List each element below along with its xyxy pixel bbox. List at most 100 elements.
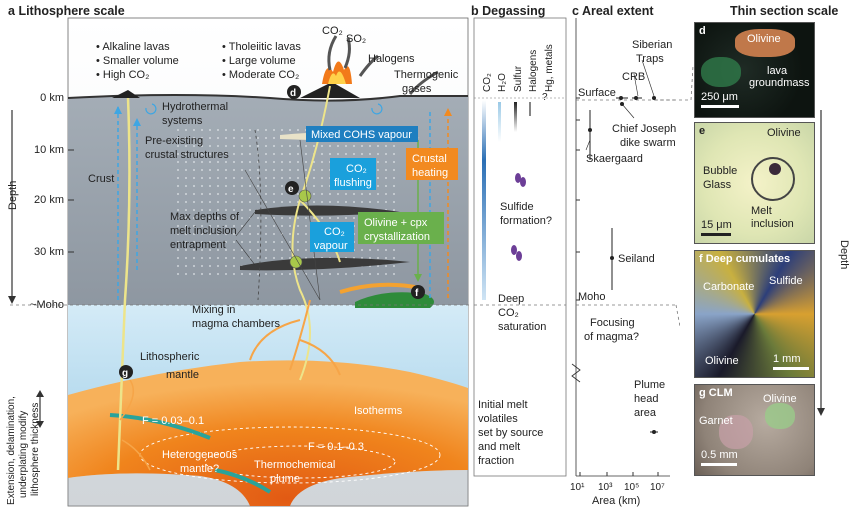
hetero-label: Heterogeneous [162, 449, 238, 461]
lithosphere-diagram: 0 km 10 km 20 km 30 km ~Moho Depth Exten… [6, 17, 470, 507]
crust-label: Crust [88, 173, 114, 185]
f-scale-label: 1 mm [773, 353, 801, 365]
micrograph-d: d Olivine lava groundmass 250 μm [694, 22, 815, 118]
initial-2: volatiles [478, 413, 518, 425]
x-axis-label: Area (km) [592, 495, 640, 507]
olivine-cpx-1: Olivine + cpx [364, 217, 428, 229]
asthenosphere [68, 360, 468, 506]
panel-d-title: Thin section scale [730, 4, 839, 18]
f-title: f Deep cumulates [699, 253, 791, 265]
g-scale-label: 0.5 mm [701, 449, 738, 461]
depth-tick-20: 20 km [34, 194, 64, 206]
isotherms-label: Isotherms [354, 405, 403, 417]
halogens-label: Halogens [368, 53, 415, 65]
initial-1: Initial melt [478, 399, 528, 411]
seiland-label: Seiland [618, 253, 655, 265]
lith-mantle-label-2: mantle [166, 369, 199, 381]
preexisting-label-2: crustal structures [145, 149, 229, 161]
degas-col-metals: Hg, metals [544, 44, 555, 92]
x-tick-7: 10⁷ [650, 482, 665, 493]
tholeiitic-line-2: • Large volume [222, 55, 296, 67]
d-scale-label: 250 μm [701, 91, 738, 103]
co2-gas-label: CO₂ [322, 25, 343, 37]
degassing-panel: CO₂ H₂O Sulfur Halogens Hg, metals ? Sul… [473, 17, 567, 477]
depth-tick-10: 10 km [34, 144, 64, 156]
plume-label-2: head [634, 393, 658, 405]
x-tick-5: 10⁵ [624, 482, 639, 493]
plume-label-3: area [634, 407, 657, 419]
skaergaard-label: Skaergaard [586, 153, 643, 165]
marker-e [285, 181, 299, 195]
chief-label-1: Chief Joseph [612, 123, 676, 135]
d-olivine-label: Olivine [747, 33, 781, 45]
initial-3: set by source [478, 427, 543, 439]
mixed-vapour-box [306, 126, 418, 142]
co2-vapour-1: CO₂ [324, 226, 345, 238]
e-inclusion-label: inclusion [751, 218, 794, 230]
lith-mantle-label: Lithospheric [140, 351, 200, 363]
deep-co2-2: CO₂ [498, 307, 519, 319]
e-melt-label: Melt [751, 205, 772, 217]
preexisting-label: Pre-existing [145, 135, 203, 147]
marker-f [411, 285, 425, 299]
f-olivine-label: Olivine [705, 355, 739, 367]
thermochem-label-2: plume [270, 473, 300, 485]
co2-flushing-2: flushing [334, 177, 372, 189]
focusing-label-2: of magma? [584, 331, 639, 343]
micrograph-e: e Olivine Bubble Glass Melt inclusion 15… [694, 122, 815, 244]
d-lava-label: lava [767, 65, 788, 77]
initial-5: fraction [478, 455, 514, 467]
svg-text:f: f [415, 288, 419, 299]
x-tick-1: 10¹ [570, 482, 585, 493]
plume-label-1: Plume [634, 379, 665, 391]
micrograph-g: g CLM Olivine Garnet 0.5 mm [694, 384, 815, 476]
micrograph-f: f Deep cumulates Carbonate Sulfide Olivi… [694, 250, 815, 378]
f-high-label: F = 0.1–0.3 [308, 441, 364, 453]
right-depth-axis: Depth [817, 110, 850, 416]
svg-text:g: g [122, 368, 128, 379]
mixing-label-2: magma chambers [192, 318, 281, 330]
chief-label-2: dike swarm [620, 137, 676, 149]
siberian-label-1: Siberian [632, 39, 672, 51]
moho-label: Moho [578, 291, 606, 303]
tholeiitic-line-3: • Moderate CO₂ [222, 69, 299, 81]
max-depths-1: Max depths of [170, 211, 240, 223]
co2-vapour-2: vapour [314, 240, 348, 252]
crb-label: CRB [622, 71, 645, 83]
hydrothermal-label-2: systems [162, 115, 203, 127]
e-scale-label: 15 μm [701, 219, 732, 231]
sulfide-1: Sulfide [500, 201, 534, 213]
co2-flushing-box [330, 158, 376, 190]
initial-4: and melt [478, 441, 520, 453]
depth-tick-0: 0 km [40, 92, 64, 104]
crustal-heating-2: heating [412, 167, 448, 179]
max-depths-2: melt inclusion [170, 225, 237, 237]
degas-question: ? [542, 92, 548, 103]
sulfide-2: formation? [500, 215, 552, 227]
depth-axis-label: Depth [7, 181, 19, 210]
degas-col-co2: CO₂ [482, 73, 493, 92]
alkaline-line-3: • High CO₂ [96, 69, 149, 81]
depth-tick-moho: ~Moho [30, 299, 64, 311]
olivine-cpx-box [358, 212, 444, 244]
marker-g [119, 365, 133, 379]
f-carbonate-label: Carbonate [703, 281, 755, 293]
degas-col-h2o: H₂O [497, 73, 508, 92]
siberian-label-2: Traps [636, 53, 664, 65]
thermogenic-label-2: gases [402, 83, 432, 95]
alkaline-line-1: • Alkaline lavas [96, 41, 170, 53]
olivine-cpx-2: crystallization [364, 231, 430, 243]
g-title: g CLM [699, 387, 733, 399]
e-olivine-label: Olivine [767, 127, 801, 139]
mixed-vapour-label: Mixed COHS vapour [311, 129, 412, 141]
tholeiitic-line-1: • Tholeiitic lavas [222, 41, 301, 53]
deep-co2-1: Deep [498, 293, 524, 305]
deep-co2-3: saturation [498, 321, 546, 333]
crustal-heating-1: Crustal [412, 153, 447, 165]
panel-b-title: b Degassing [471, 4, 546, 18]
d-groundmass-label: groundmass [749, 77, 810, 89]
surface-label: Surface [578, 87, 616, 99]
degassing-frame [473, 17, 567, 477]
g-garnet-label: Garnet [699, 415, 733, 427]
degas-col-sulfur: Sulfur [513, 65, 524, 92]
